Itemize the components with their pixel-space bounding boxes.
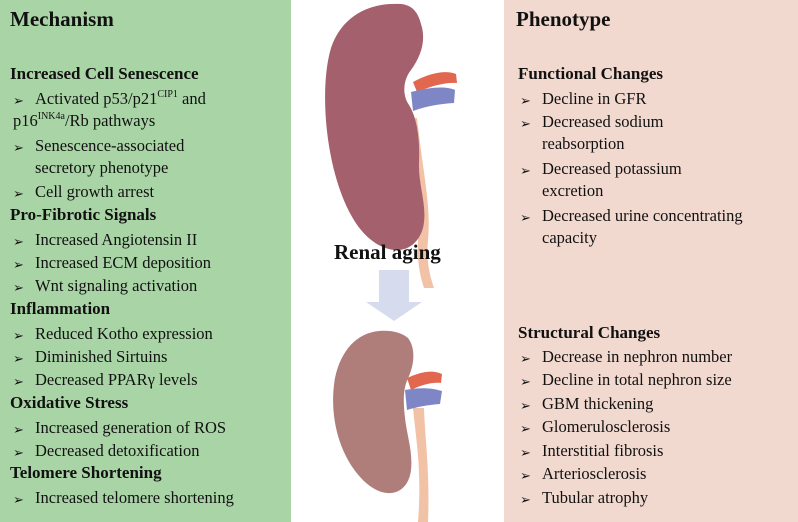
arrowhead-bullet-icon: ➢: [13, 328, 24, 343]
section-heading-functional: Functional Changes: [518, 64, 663, 83]
arrowhead-bullet-icon: ➢: [13, 445, 24, 460]
list-item: ➢ Diminished Sirtuins: [13, 346, 167, 370]
arrowhead-bullet-icon: ➢: [13, 374, 24, 389]
section-heading-inflammation: Inflammation: [10, 299, 111, 318]
section-heading-oxidative: Oxidative Stress: [10, 393, 129, 412]
list-item: ➢ Decreased PPARγ levels: [13, 369, 198, 393]
list-item: ➢ Decline in total nephron size: [520, 369, 732, 393]
old-kidney-icon: [333, 330, 442, 522]
section-heading-senescence: Increased Cell Senescence: [10, 64, 199, 83]
arrowhead-bullet-icon: ➢: [13, 280, 24, 295]
arrowhead-bullet-icon: ➢: [520, 445, 531, 460]
arrowhead-bullet-icon: ➢: [13, 257, 24, 272]
arrowhead-bullet-icon: ➢: [520, 351, 531, 366]
list-item: ➢ Increased generation of ROS: [13, 417, 226, 441]
arrowhead-bullet-icon: ➢: [520, 116, 531, 131]
list-item: ➢ Cell growth arrest: [13, 181, 154, 205]
arrowhead-bullet-icon: ➢: [13, 351, 24, 366]
mechanism-title: Mechanism: [10, 7, 114, 31]
list-item: ➢ Reduced Kotho expression: [13, 323, 213, 347]
arrowhead-bullet-icon: ➢: [13, 140, 24, 155]
section-heading-structural: Structural Changes: [518, 323, 661, 342]
list-item: ➢ Increased Angiotensin II: [13, 229, 197, 253]
phenotype-panel: [504, 0, 798, 522]
list-item: ➢ Tubular atrophy: [520, 487, 648, 511]
arrowhead-bullet-icon: ➢: [520, 93, 531, 108]
phenotype-title: Phenotype: [516, 7, 611, 31]
list-item: ➢ Glomerulosclerosis: [520, 416, 670, 440]
arrowhead-bullet-icon: ➢: [13, 234, 24, 249]
list-item: ➢ Wnt signaling activation: [13, 275, 197, 299]
arrowhead-bullet-icon: ➢: [520, 468, 531, 483]
arrowhead-bullet-icon: ➢: [520, 374, 531, 389]
arrowhead-bullet-icon: ➢: [520, 398, 531, 413]
section-heading-telomere: Telomere Shortening: [10, 463, 162, 482]
list-item: ➢ GBM thickening: [520, 393, 653, 417]
list-item: ➢ Decreased detoxification: [13, 440, 199, 464]
list-item: ➢ Interstitial fibrosis: [520, 440, 663, 464]
renal-aging-label: Renal aging: [334, 240, 441, 264]
mechanism-panel: [0, 0, 291, 522]
kidney-illustration: [325, 3, 457, 522]
arrowhead-bullet-icon: ➢: [13, 93, 24, 108]
young-kidney-icon: [325, 3, 457, 288]
arrowhead-bullet-icon: ➢: [520, 492, 531, 507]
section-heading-fibrotic: Pro-Fibrotic Signals: [10, 205, 157, 224]
arrowhead-bullet-icon: ➢: [520, 421, 531, 436]
arrowhead-bullet-icon: ➢: [13, 186, 24, 201]
arrowhead-bullet-icon: ➢: [13, 492, 24, 507]
arrowhead-bullet-icon: ➢: [520, 210, 531, 225]
list-item: ➢ Increased telomere shortening: [13, 487, 234, 511]
list-item: ➢ Decline in GFR: [520, 88, 647, 112]
list-item: ➢ Activated p53/p21CIP1 and p16INK4a/Rb …: [13, 89, 206, 130]
list-item: ➢ Increased ECM deposition: [13, 252, 211, 276]
list-item: ➢ Arteriosclerosis: [520, 463, 646, 487]
list-item: ➢ Decrease in nephron number: [520, 346, 732, 370]
down-arrow-icon: [366, 270, 422, 321]
arrowhead-bullet-icon: ➢: [520, 163, 531, 178]
arrowhead-bullet-icon: ➢: [13, 422, 24, 437]
